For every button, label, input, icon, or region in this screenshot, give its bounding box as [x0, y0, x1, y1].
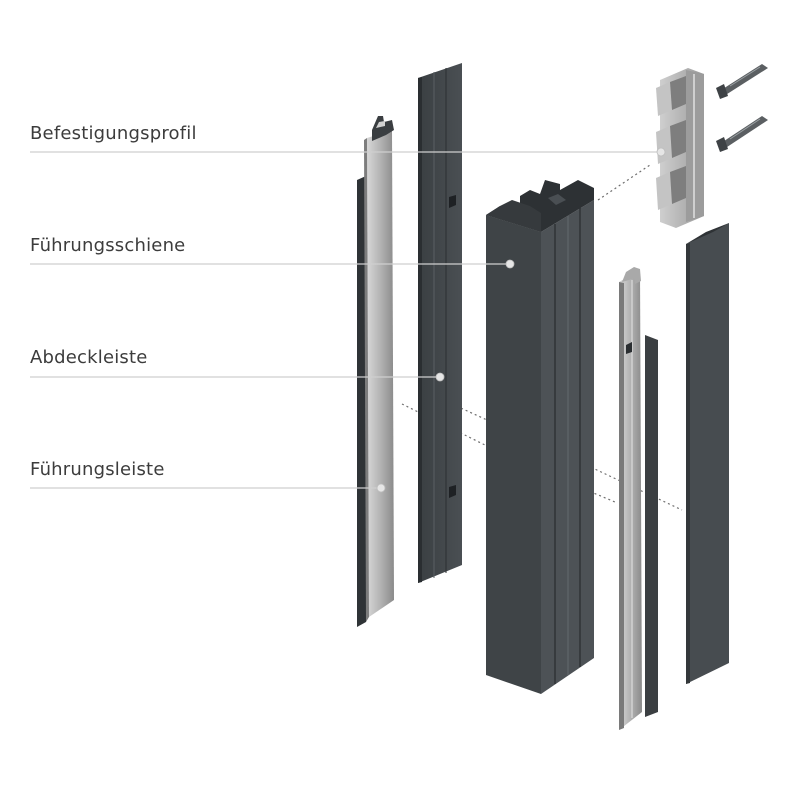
- label-abdeckleiste: Abdeckleiste: [30, 347, 148, 368]
- screws: [716, 64, 768, 152]
- leader-dot-abdeckleiste: [435, 372, 445, 382]
- fuehrungsleiste-right-part: [619, 267, 658, 730]
- screw-lower: [716, 116, 768, 152]
- leader-dot-fuehrungsleiste: [376, 483, 386, 493]
- fuehrungsleiste-part: [357, 116, 394, 627]
- label-fuehrungsleiste: Führungsleiste: [30, 459, 165, 480]
- screw-upper: [716, 64, 768, 99]
- leader-dots: [376, 147, 666, 493]
- label-fuehrungsschiene: Führungsschiene: [30, 235, 186, 256]
- leader-dot-befestigungsprofil: [656, 147, 666, 157]
- leader-dot-fuehrungsschiene: [505, 259, 515, 269]
- leader-lines: [30, 151, 660, 489]
- befestigungsprofil-part: [656, 68, 704, 228]
- label-befestigungsprofil: Befestigungsprofil: [30, 123, 197, 144]
- abdeckleiste-right-part: [686, 223, 729, 684]
- fuehrungsschiene-part: [486, 180, 594, 694]
- abdeckleiste-part: [418, 63, 462, 583]
